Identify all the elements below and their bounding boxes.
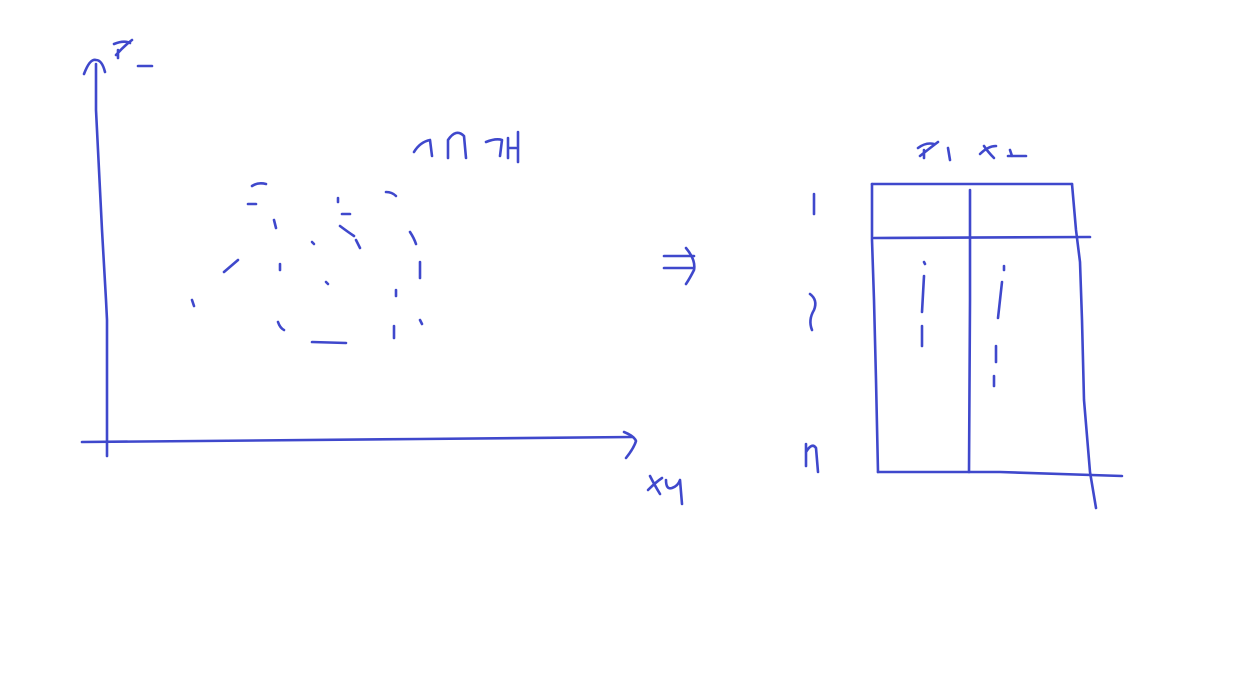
x-axis xyxy=(80,435,634,444)
data-point xyxy=(310,340,348,345)
data-points xyxy=(190,182,424,345)
data-point xyxy=(222,258,240,274)
y-axis-arrowhead xyxy=(82,58,107,76)
data-point xyxy=(384,190,398,198)
column-x1-ellipsis xyxy=(920,260,927,348)
y-axis-label: x2 xyxy=(112,38,154,68)
x-axis-arrowhead xyxy=(622,430,638,460)
data-point xyxy=(418,318,424,326)
matrix-bottom-border xyxy=(876,470,1124,478)
points-count-annotation: n개 xyxy=(412,130,520,164)
matrix-left-border xyxy=(870,182,880,474)
row-label-n: n xyxy=(804,442,820,474)
column-header-x2: x2 xyxy=(978,144,1028,160)
y-axis xyxy=(94,62,109,458)
data-point xyxy=(354,238,362,250)
scatter-plot: x2 x1 n개 xyxy=(80,38,684,506)
data-point xyxy=(310,240,316,246)
data-point xyxy=(190,298,196,308)
column-header-x1: x1 xyxy=(916,140,952,162)
column-x2-ellipsis xyxy=(992,264,1006,388)
implies-arrow: ⇒ xyxy=(662,246,696,286)
data-point xyxy=(276,320,286,332)
matrix-right-border xyxy=(1070,182,1098,510)
data-point xyxy=(338,224,356,238)
row-label-2: 2 xyxy=(808,292,817,332)
data-point xyxy=(272,218,278,230)
matrix-column-divider xyxy=(967,188,972,474)
x-axis-label: x1 xyxy=(646,474,684,506)
data-point xyxy=(324,280,330,286)
data-matrix: x1 x2 1 2 n xyxy=(804,140,1124,510)
data-point xyxy=(408,230,418,246)
matrix-header-divider xyxy=(872,235,1092,240)
data-point xyxy=(250,182,268,188)
